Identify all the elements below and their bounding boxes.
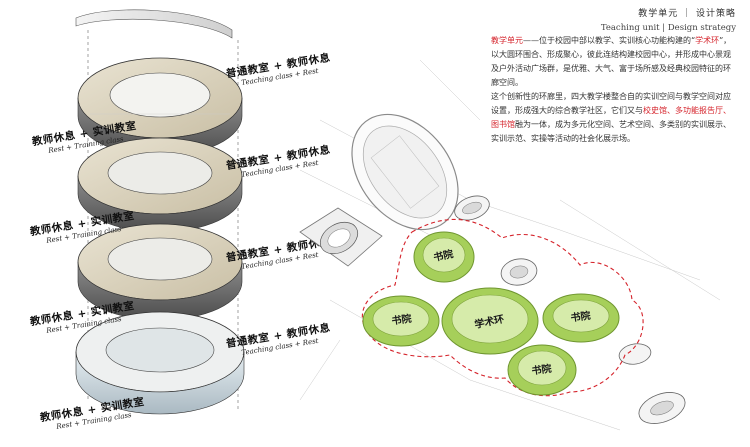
stadium-building [300,208,382,266]
